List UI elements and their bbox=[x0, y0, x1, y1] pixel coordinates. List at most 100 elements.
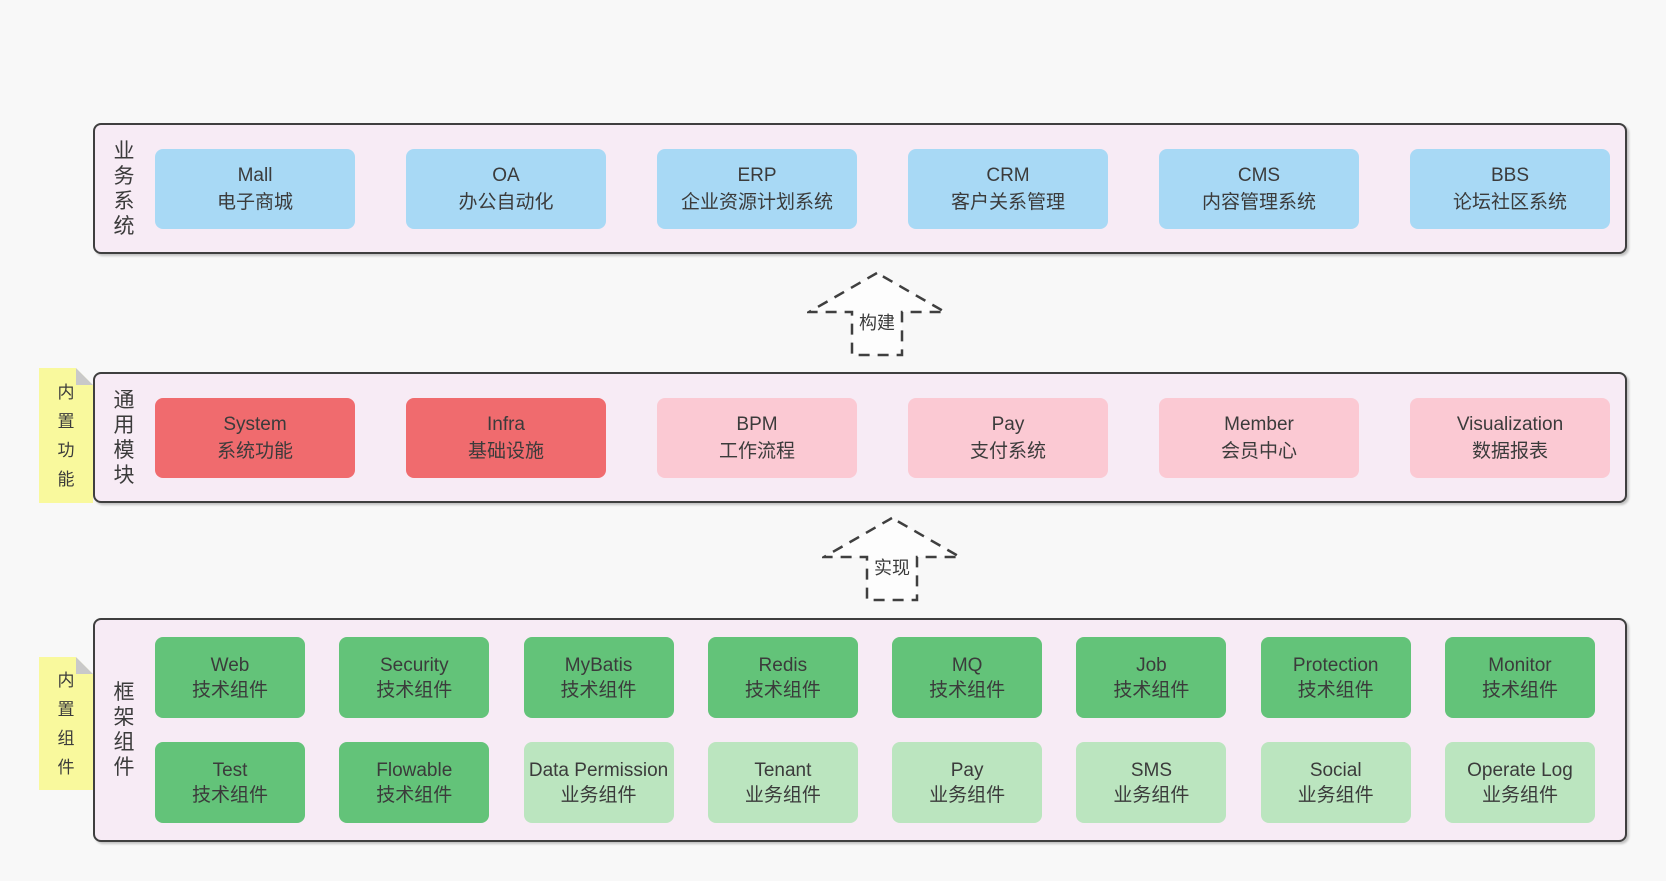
box-title: Security bbox=[379, 654, 449, 676]
box-subtitle: 业务组件 bbox=[744, 784, 821, 806]
box-title: Pay bbox=[991, 413, 1025, 435]
box-subtitle: 技术组件 bbox=[1297, 679, 1374, 701]
box-mq: MQ 技术组件 bbox=[892, 637, 1043, 718]
box-title: Social bbox=[1309, 759, 1362, 781]
common-modules-boxes: System 系统功能 Infra 基础设施 BPM 工作流程 Pay 支付系统 Member 会… bbox=[155, 374, 1625, 501]
box-title: Redis bbox=[758, 654, 808, 676]
box-title: OA bbox=[492, 164, 520, 186]
box-data-permission: Data Permission 业务组件 bbox=[523, 742, 674, 823]
box-bbs: BBS 论坛社区系统 bbox=[1410, 148, 1610, 229]
box-subtitle: 业务组件 bbox=[929, 784, 1006, 806]
box-subtitle: 基础设施 bbox=[467, 440, 544, 462]
box-title: BBS bbox=[1490, 164, 1530, 186]
box-subtitle: 技术组件 bbox=[191, 679, 268, 701]
box-title: MQ bbox=[951, 654, 983, 676]
band-framework-components-label: 框架组件 bbox=[113, 681, 135, 779]
implement-arrow-label: 实现 bbox=[872, 558, 912, 578]
box-mall: Mall 电子商城 bbox=[155, 148, 355, 229]
box-flowable: Flowable 技术组件 bbox=[339, 742, 490, 823]
box-title: Test bbox=[212, 759, 248, 781]
box-title: Flowable bbox=[376, 759, 453, 781]
box-title: ERP bbox=[737, 164, 777, 186]
box-monitor: Monitor 技术组件 bbox=[1444, 637, 1595, 718]
band-common-modules-label: 通用模块 bbox=[113, 388, 135, 487]
box-pay: Pay 业务组件 bbox=[892, 742, 1043, 823]
box-subtitle: 技术组件 bbox=[1113, 679, 1190, 701]
band-common-modules: 通用模块 System 系统功能 Infra 基础设施 BPM 工作流程 Pay 支付系统 Me… bbox=[93, 372, 1627, 503]
box-title: Tenant bbox=[754, 759, 812, 781]
box-visualization: Visualization 数据报表 bbox=[1410, 397, 1610, 478]
box-crm: CRM 客户关系管理 bbox=[908, 148, 1108, 229]
sticky-label: 内置功能 bbox=[57, 382, 75, 489]
box-subtitle: 业务组件 bbox=[1113, 784, 1190, 806]
box-subtitle: 会员中心 bbox=[1220, 440, 1297, 462]
box-subtitle: 技术组件 bbox=[560, 679, 637, 701]
box-title: Operate Log bbox=[1467, 759, 1573, 781]
box-subtitle: 技术组件 bbox=[929, 679, 1006, 701]
band-business-systems-label: 业务系统 bbox=[113, 139, 135, 238]
box-system: System 系统功能 bbox=[155, 397, 355, 478]
box-title: Job bbox=[1136, 654, 1167, 676]
box-erp: ERP 企业资源计划系统 bbox=[657, 148, 857, 229]
box-tenant: Tenant 业务组件 bbox=[707, 742, 858, 823]
box-subtitle: 企业资源计划系统 bbox=[680, 191, 833, 213]
box-subtitle: 电子商城 bbox=[216, 191, 293, 213]
box-subtitle: 支付系统 bbox=[969, 440, 1046, 462]
box-title: Infra bbox=[486, 413, 526, 435]
box-oa: OA 办公自动化 bbox=[406, 148, 606, 229]
band-business-systems: 业务系统 Mall 电子商城 OA 办公自动化 ERP 企业资源计划系统 CRM 客户关系管理… bbox=[93, 123, 1627, 254]
box-web: Web 技术组件 bbox=[155, 637, 305, 718]
box-security: Security 技术组件 bbox=[339, 637, 490, 718]
box-title: Mall bbox=[237, 164, 273, 186]
sticky-fold-corner bbox=[76, 368, 93, 385]
sticky-note-builtin-components: 内置组件 bbox=[39, 657, 93, 790]
box-subtitle: 业务组件 bbox=[560, 784, 637, 806]
build-arrow: 构建 bbox=[807, 271, 947, 357]
box-subtitle: 论坛社区系统 bbox=[1452, 191, 1567, 213]
box-subtitle: 技术组件 bbox=[376, 679, 453, 701]
box-subtitle: 客户关系管理 bbox=[950, 191, 1065, 213]
box-subtitle: 技术组件 bbox=[191, 784, 268, 806]
box-subtitle: 技术组件 bbox=[376, 784, 453, 806]
box-subtitle: 业务组件 bbox=[1297, 784, 1374, 806]
implement-arrow: 实现 bbox=[822, 516, 962, 602]
box-title: Member bbox=[1224, 413, 1294, 435]
box-title: Monitor bbox=[1488, 654, 1552, 676]
box-subtitle: 技术组件 bbox=[1481, 679, 1558, 701]
box-subtitle: 办公自动化 bbox=[458, 191, 554, 213]
box-job: Job 技术组件 bbox=[1076, 637, 1227, 718]
box-title: Visualization bbox=[1456, 413, 1564, 435]
box-title: System bbox=[223, 413, 287, 435]
sticky-label: 内置组件 bbox=[57, 670, 75, 777]
box-title: Data Permission bbox=[528, 759, 669, 781]
build-arrow-label: 构建 bbox=[857, 313, 897, 333]
box-redis: Redis 技术组件 bbox=[707, 637, 858, 718]
box-subtitle: 系统功能 bbox=[216, 440, 293, 462]
box-test: Test 技术组件 bbox=[155, 742, 305, 823]
box-title: Web bbox=[210, 654, 250, 676]
box-infra: Infra 基础设施 bbox=[406, 397, 606, 478]
box-subtitle: 工作流程 bbox=[718, 440, 795, 462]
box-sms: SMS 业务组件 bbox=[1076, 742, 1227, 823]
box-subtitle: 内容管理系统 bbox=[1201, 191, 1316, 213]
box-title: BPM bbox=[736, 413, 778, 435]
box-member: Member 会员中心 bbox=[1159, 397, 1359, 478]
sticky-note-builtin-features: 内置功能 bbox=[39, 368, 93, 503]
box-subtitle: 技术组件 bbox=[744, 679, 821, 701]
box-title: CRM bbox=[986, 164, 1030, 186]
box-subtitle: 数据报表 bbox=[1471, 440, 1548, 462]
box-pay: Pay 支付系统 bbox=[908, 397, 1108, 478]
box-title: SMS bbox=[1130, 759, 1172, 781]
box-bpm: BPM 工作流程 bbox=[657, 397, 857, 478]
box-title: Pay bbox=[950, 759, 984, 781]
